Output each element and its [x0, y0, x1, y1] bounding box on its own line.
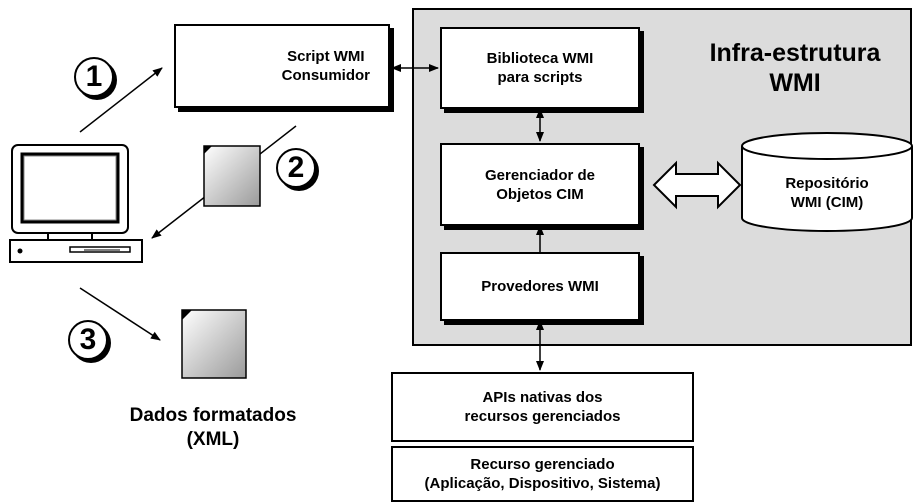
- script-consumer-box: Script WMI Consumidor: [174, 24, 390, 108]
- manager-repository-double-arrow: [652, 160, 742, 210]
- cim-object-manager-box: Gerenciador de Objetos CIM: [440, 143, 640, 226]
- wmi-library-box: Biblioteca WMI para scripts: [440, 27, 640, 109]
- repository-cylinder-icon: [741, 132, 913, 232]
- output-line1: Dados formatados: [129, 405, 297, 426]
- infrastructure-title-line1: Infra-estrutura: [709, 39, 881, 67]
- computer-icon: [9, 144, 143, 263]
- step-1-badge: 1: [74, 57, 114, 97]
- resource-line2: (Aplicação, Dispositivo, Sistema): [424, 475, 661, 492]
- managed-resource-box: Recurso gerenciado (Aplicação, Dispositi…: [391, 446, 694, 502]
- document-icon-step2: [203, 145, 261, 207]
- infrastructure-title: Infra-estrutura WMI: [690, 38, 900, 98]
- step-3-arrow: [79, 287, 161, 341]
- repository-line1: Repositório: [785, 175, 869, 192]
- consumer-line2: Consumidor: [281, 67, 370, 84]
- providers-label: Provedores WMI: [481, 278, 599, 295]
- library-line1: Biblioteca WMI: [486, 50, 594, 67]
- resource-line1: Recurso gerenciado: [470, 456, 615, 473]
- infrastructure-title-line2: WMI: [769, 69, 821, 97]
- xml-document-icon: [181, 309, 247, 379]
- library-line2: para scripts: [497, 69, 583, 86]
- output-line2: (XML): [186, 429, 240, 450]
- formatted-data-label: Dados formatados (XML): [108, 404, 318, 452]
- step-1-arrow: [79, 67, 163, 133]
- native-apis-box: APIs nativas dos recursos gerenciados: [391, 372, 694, 442]
- native-apis-line2: recursos gerenciados: [464, 408, 621, 425]
- repository-line2: WMI (CIM): [790, 194, 864, 211]
- native-apis-line1: APIs nativas dos: [482, 389, 603, 406]
- repository-label: Repositório WMI (CIM): [752, 174, 902, 212]
- consumer-line1: Script WMI: [287, 48, 365, 65]
- object-manager-line1: Gerenciador de: [484, 166, 596, 184]
- script-consumer-text: Script WMI Consumidor: [282, 47, 370, 85]
- wmi-providers-box: Provedores WMI: [440, 252, 640, 321]
- step-2-badge: 2: [276, 148, 316, 188]
- object-manager-line2: Objetos CIM: [496, 185, 584, 203]
- step-3-badge: 3: [68, 320, 108, 360]
